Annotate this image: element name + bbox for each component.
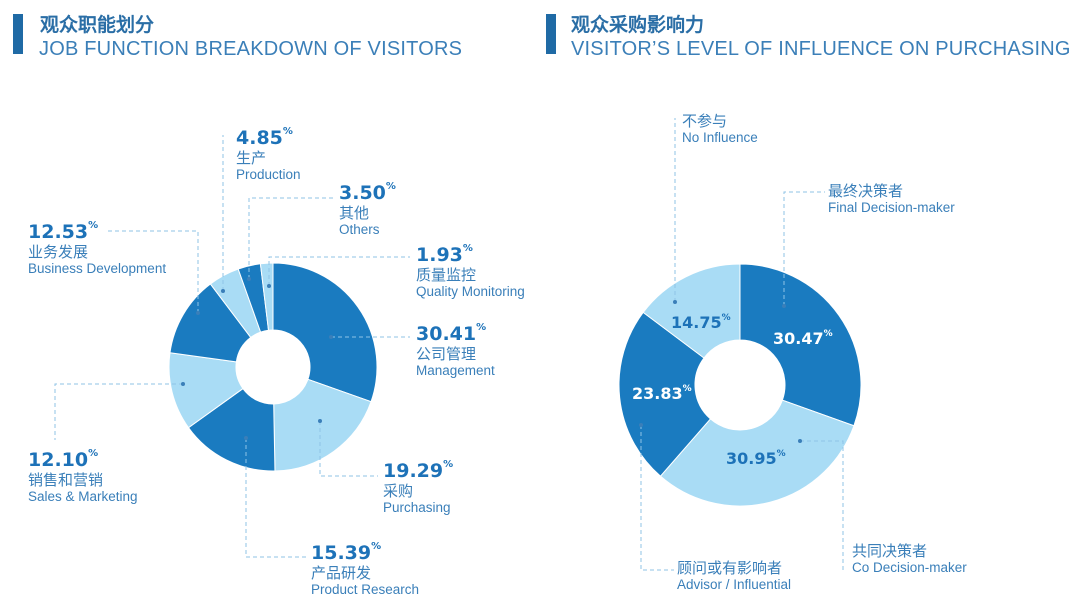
donut-slice [642, 263, 741, 359]
label-quality-monitoring: 1.93% 质量监控 Quality Monitoring [416, 243, 525, 300]
label-others: 3.50% 其他 Others [339, 181, 396, 238]
right-title-cn: 观众采购影响力 [571, 14, 705, 36]
pct-co-decision: 30.95% [726, 449, 786, 468]
right-donut-chart [618, 263, 862, 507]
right-title-en: VISITOR’S LEVEL OF INFLUENCE ON PURCHASI… [571, 38, 1071, 60]
pct-value: 30.41 [416, 323, 477, 345]
right-title-bar [546, 14, 556, 54]
label-advisor: 顾问或有影响者 Advisor / Influential [677, 559, 792, 593]
donut-slice [659, 399, 855, 507]
donut-slice [259, 262, 274, 331]
label-no-influence: 不参与 No Influence [682, 112, 758, 146]
leader-dots [181, 277, 802, 443]
label-management: 30.41% 公司管理 Management [416, 322, 495, 379]
label-sales-marketing: 12.10% 销售和营销 Sales & Marketing [28, 448, 138, 505]
leader-lines [54, 118, 844, 571]
donut-slice [739, 263, 862, 427]
label-final-decision: 最终决策者 Final Decision-maker [828, 182, 955, 216]
label-production: 4.85% 生产 Production [236, 126, 301, 183]
label-co-decision: 共同决策者 Co Decision-maker [852, 542, 967, 576]
pct-advisor: 23.83% [632, 384, 692, 403]
left-title-en: JOB FUNCTION BREAKDOWN OF VISITORS [39, 38, 463, 60]
label-product-research: 15.39% 产品研发 Product Research [311, 541, 420, 598]
donut-slice [272, 262, 378, 403]
left-title-bar [13, 14, 23, 54]
pct-no-influence: 14.75% [671, 313, 731, 332]
label-purchasing: 19.29% 采购 Purchasing [383, 459, 454, 516]
left-donut-chart [168, 262, 378, 472]
left-title-cn: 观众职能划分 [40, 14, 155, 36]
donut-slice [273, 378, 372, 472]
label-business-development: 12.53% 业务发展 Business Development [28, 220, 167, 277]
donut-slice [618, 311, 712, 477]
pct-final-decision: 30.47% [773, 329, 833, 348]
